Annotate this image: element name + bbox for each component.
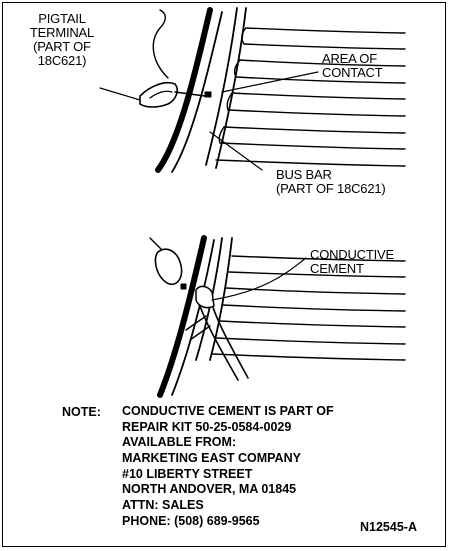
note-line: CONDUCTIVE CEMENT IS PART OF <box>122 404 334 418</box>
contact-point <box>204 91 212 98</box>
border-frame <box>2 2 446 547</box>
pigtail-terminal-label: PIGTAIL TERMINAL (PART OF 18C621) <box>29 11 95 68</box>
glass-edge <box>155 7 213 173</box>
glass-inner-edge <box>171 11 223 173</box>
note-line: #10 LIBERTY STREET <box>122 466 253 481</box>
leader-bus-bar <box>209 131 263 171</box>
area-of-contact-label: AREA OF CONTACT <box>322 51 383 80</box>
leader-contact <box>221 71 319 93</box>
bottom-glass-view <box>149 235 406 398</box>
note-line: MARKETING EAST COMPANY <box>122 451 301 466</box>
note-line: REPAIR KIT 50-25-0584-0029 <box>122 419 292 434</box>
conductive-cement-blob <box>195 285 215 309</box>
figure-reference: N12545-A <box>360 520 417 534</box>
leader-pigtail <box>99 87 141 101</box>
conductive-cement-label: CONDUCTIVE CEMENT <box>310 247 394 276</box>
bus-bar-left <box>205 7 238 166</box>
note-body: CONDUCTIVE CEMENT IS PART OF REPAIR KIT … <box>122 404 334 530</box>
defroster-grid-top <box>215 27 406 167</box>
bus-bar-label: BUS BAR (PART OF 18C621) <box>276 167 386 196</box>
leader-cement <box>211 257 307 301</box>
top-glass-view <box>99 7 406 173</box>
pigtail-terminal <box>139 81 178 108</box>
note-line: AVAILABLE FROM: <box>122 435 237 450</box>
pigtail-wire <box>152 9 169 79</box>
glass-edge-bottom <box>157 235 207 398</box>
pigtail-terminal-loose <box>154 248 183 286</box>
note-line: PHONE: (508) 689-9565 <box>122 513 260 528</box>
applicator <box>197 299 239 381</box>
note-line: ATTN: SALES <box>122 498 204 513</box>
note-line: NORTH ANDOVER, MA 01845 <box>122 482 297 497</box>
bus-bar-right <box>215 7 247 169</box>
note-key: NOTE: <box>62 405 101 419</box>
